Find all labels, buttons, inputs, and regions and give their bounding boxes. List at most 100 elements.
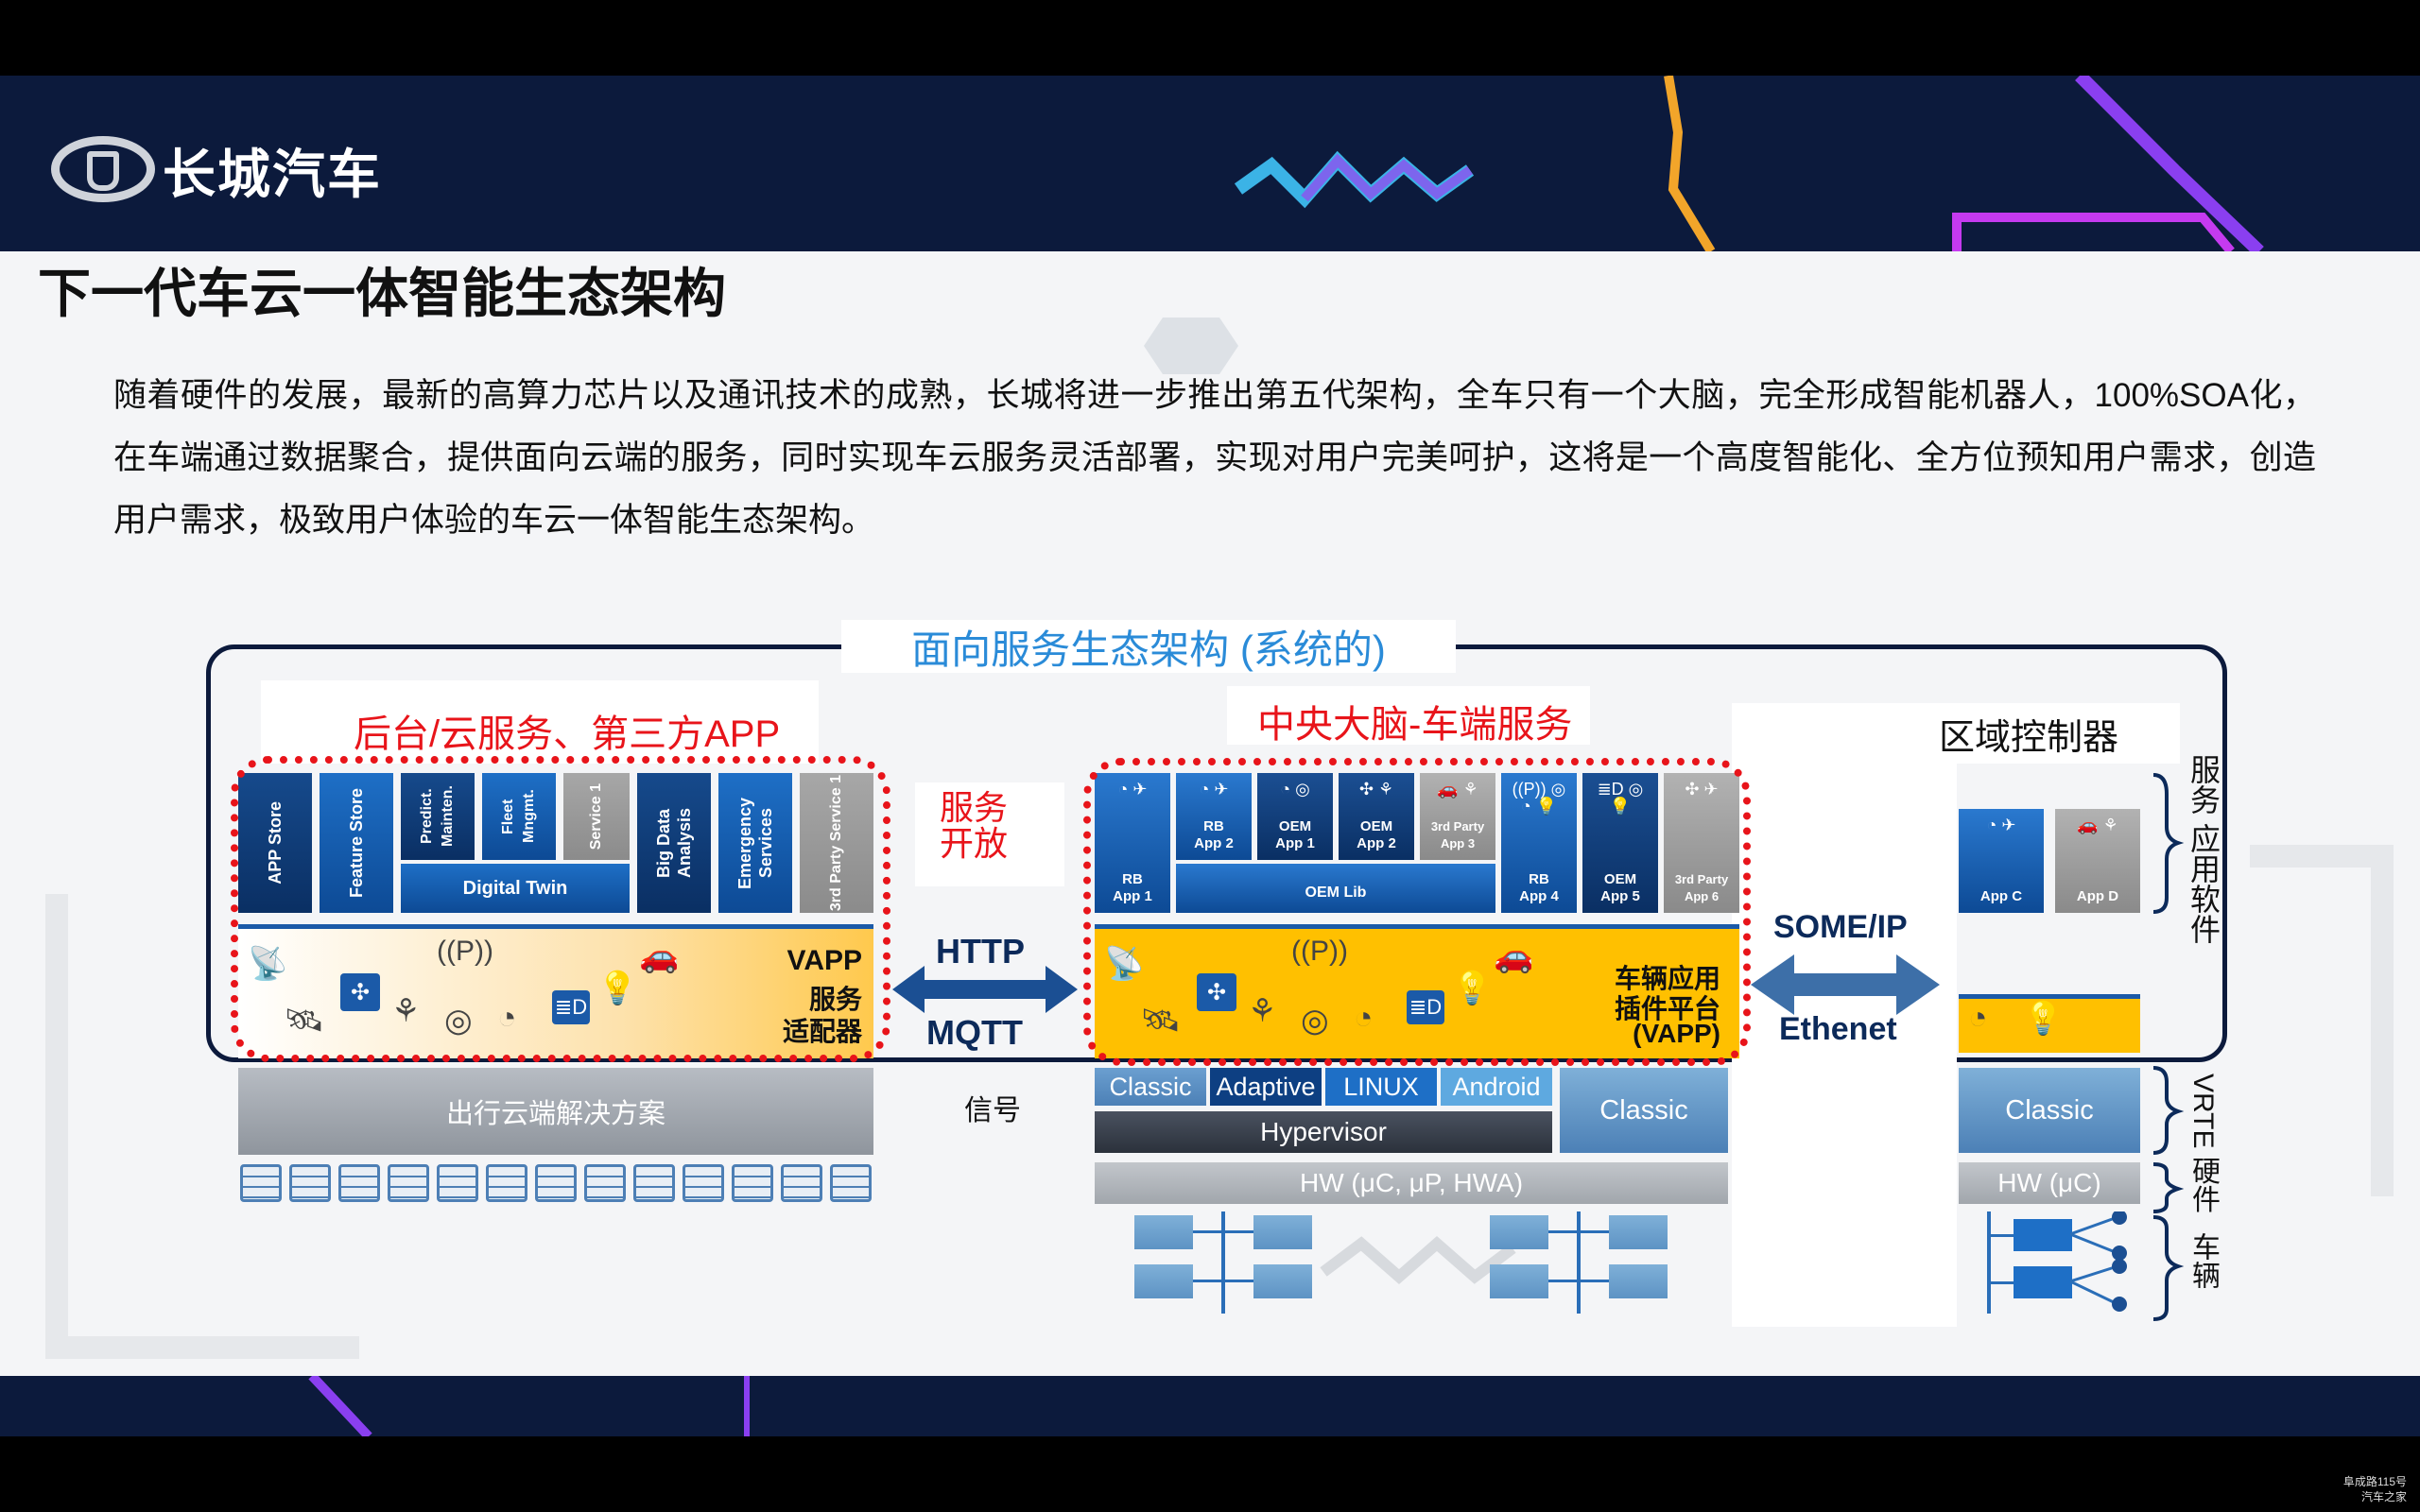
- network-icon: ⚘: [1248, 993, 1277, 1029]
- third-party-app-3-line2: App 3: [1440, 836, 1476, 850]
- oem-app-2-line1: OEM: [1359, 818, 1393, 834]
- server-icon: [388, 1164, 429, 1202]
- gauge-icon: ◔ ✈: [1986, 816, 2016, 834]
- bulb-icon: 💡: [597, 971, 638, 1006]
- oem-app-2-line2: App 2: [1357, 835, 1396, 851]
- gauge-icon: ◔ ◎: [1280, 780, 1310, 799]
- footer-decoration: [308, 1376, 750, 1436]
- zone-ecu-network: [1972, 1211, 2133, 1315]
- gauge-icon: ◔: [1968, 1000, 1988, 1036]
- bus-line: [1193, 1280, 1253, 1282]
- watermark-line2: 汽车之家: [2360, 1490, 2407, 1503]
- big-data-tile: Big Data Analysis: [637, 773, 711, 913]
- zone-hw-bar: HW (μC): [1959, 1162, 2140, 1204]
- server-icon: [633, 1164, 675, 1202]
- app-c-tile: ◔ ✈ App C: [1959, 809, 2044, 913]
- central-vapp-line3: (VAPP): [1633, 1019, 1720, 1048]
- rb-app-1-line2: App 1: [1113, 888, 1152, 904]
- someip-double-arrow-icon: [1751, 954, 1940, 1015]
- server-icon: [683, 1164, 724, 1202]
- server-icon: [486, 1164, 527, 1202]
- oem-app-5-line2: App 5: [1600, 888, 1640, 904]
- rb-app-2-line2: App 2: [1194, 835, 1234, 851]
- logo-text: 长城汽车: [163, 145, 382, 204]
- zone-section-label: 区域控制器: [1877, 703, 2180, 764]
- server-icon: [240, 1164, 282, 1202]
- rb-app-1-line1: RB: [1122, 871, 1143, 887]
- service-open-line2: 开放: [940, 824, 1009, 863]
- gauge-icon: ◔ ✈: [1199, 780, 1229, 799]
- bus-line: [1577, 1211, 1581, 1314]
- oem-app-1-line2: App 1: [1275, 835, 1315, 851]
- oem-app-5-line1: OEM: [1603, 871, 1637, 887]
- central-vapp-line1: 车辆应用: [1614, 964, 1720, 993]
- headlight-icon: ≣D: [552, 990, 590, 1024]
- watermark-line1: 阜成路115号: [2342, 1475, 2407, 1488]
- gauge-icon: ◔: [1354, 1000, 1374, 1036]
- server-icon: [535, 1164, 577, 1202]
- third-party-app-6-line1: 3rd Party: [1674, 872, 1729, 886]
- fleet-mngmt-tile: Fleet Mngmt.: [482, 773, 556, 860]
- chip-icon: ✣: [1197, 973, 1236, 1011]
- ecu-block: [1253, 1215, 1312, 1249]
- server-icon: [338, 1164, 380, 1202]
- headlight-icon: ≣D: [1407, 990, 1444, 1024]
- side-label-vrte: VRTE 硬件: [2187, 1074, 2219, 1213]
- mqtt-label: MQTT: [926, 1013, 1023, 1052]
- car-icon: 🚗: [1494, 938, 1534, 974]
- ecu-block: [1134, 1264, 1193, 1298]
- http-label: HTTP: [936, 932, 1025, 971]
- background-decoration: [45, 318, 2394, 1359]
- server-icon: [289, 1164, 331, 1202]
- bus-line: [1991, 1281, 2014, 1284]
- satellite-icon: 🛰: [1140, 1003, 1182, 1039]
- logo-emblem-inner-icon: [87, 151, 119, 191]
- bus-line: [1221, 1211, 1225, 1314]
- letterbox-top: [0, 0, 2420, 76]
- car-icon: 🚗 ⚘: [2077, 816, 2118, 834]
- central-vapp-line2: 插件平台: [1614, 994, 1720, 1023]
- signal-icon: ((P)) ◎◔ 💡: [1512, 780, 1566, 816]
- protocol-panel-right: [1732, 703, 1957, 1327]
- bus-line: [1987, 1211, 1991, 1314]
- rb-app-4-line2: App 4: [1519, 888, 1559, 904]
- headlight-icon: ≣D ◎💡: [1597, 780, 1644, 816]
- ecu-block: [1490, 1264, 1548, 1298]
- someip-label: SOME/IP: [1773, 909, 1908, 945]
- side-label-vehicle: 车辆: [2187, 1232, 2219, 1289]
- third-party-service-tile: 3rd Party Service 1: [800, 773, 873, 913]
- wheel-icon: ◎: [1301, 1003, 1329, 1039]
- ecu-block: [1134, 1215, 1193, 1249]
- mobility-cloud-solution-bar: 出行云端解决方案: [238, 1068, 873, 1155]
- cloud-vapp-title: VAPP: [786, 945, 862, 976]
- oem-app-1-line1: OEM: [1278, 818, 1312, 834]
- antenna-icon: 📡: [1104, 946, 1145, 982]
- car-icon: 🚗: [639, 938, 680, 974]
- oem-lib-label: OEM Lib: [1305, 885, 1367, 901]
- server-icon: [830, 1164, 872, 1202]
- os-android-box: Android: [1441, 1068, 1552, 1106]
- letterbox-bottom: [0, 1436, 2420, 1512]
- service-1-tile: Service 1: [563, 773, 630, 860]
- server-icon: [781, 1164, 822, 1202]
- chip-icon: ✣: [340, 973, 380, 1011]
- satellite-icon: ✣ ✈: [1685, 780, 1719, 799]
- oem-lib-bar: OEM Lib: [1176, 864, 1495, 913]
- frame-title: 面向服务生态架构 (系统的): [841, 620, 1456, 673]
- app-d-tile: 🚗 ⚘App D: [2055, 809, 2140, 913]
- network-icon: ⚘: [391, 993, 421, 1029]
- ecu-block: [1609, 1264, 1668, 1298]
- cloud-vapp-line2: 服务: [808, 985, 862, 1014]
- antenna-icon: 📡: [248, 946, 288, 982]
- slide-header: 长城汽车: [0, 76, 2420, 251]
- cloud-vapp-line3: 适配器: [782, 1017, 862, 1046]
- app-c-label: App C: [1979, 888, 2023, 904]
- predict-mainten-tile: Predict. Mainten.: [401, 773, 475, 860]
- emergency-services-tile: Emergency Services: [718, 773, 792, 913]
